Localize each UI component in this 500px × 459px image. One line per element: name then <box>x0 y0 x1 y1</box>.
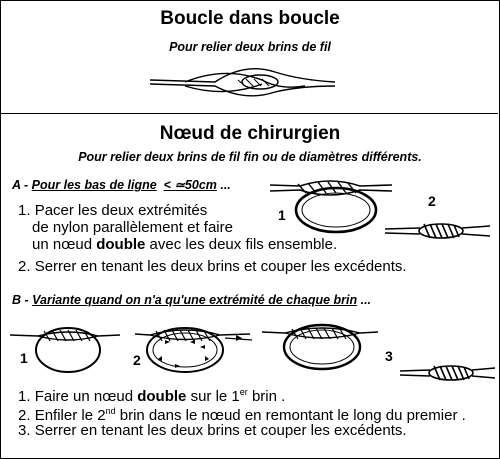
loop-to-loop-illustration <box>149 67 336 97</box>
section2-subtitle: Pour relier deux brins de fil fin ou de … <box>78 150 422 164</box>
part-a-spec: < ≃50cm <box>163 178 217 192</box>
figure-a-label-1: 1 <box>278 207 286 223</box>
part-a-step-1-line2: de nylon parallèlement et faire <box>32 219 233 236</box>
variant-figure-b2b <box>261 323 379 371</box>
part-a-heading: A - Pour les bas de ligne < ≃50cm ... <box>12 177 231 192</box>
surgeon-knot-figure-a2 <box>384 223 491 239</box>
variant-figure-b1 <box>9 327 121 373</box>
variant-figure-b3 <box>399 365 496 381</box>
figure-b-label-1: 1 <box>20 350 28 366</box>
part-a-step-1-line3: un nœud double avec les deux fils ensemb… <box>32 236 338 253</box>
part-a-prefix: A - <box>12 178 32 192</box>
figure-a-label-2: 2 <box>428 193 436 209</box>
part-a-title: Pour les bas de ligne <box>31 178 157 192</box>
figure-b-label-3: 3 <box>385 348 393 364</box>
surgeon-knot-figure-a1 <box>269 180 393 234</box>
part-b-step-2: 2. Enfiler le 2nd brin dans le nœud en r… <box>18 406 466 424</box>
part-b-heading: B - Variante quand on n'a qu'une extrémi… <box>12 293 371 307</box>
part-b-step-1: 1. Faire un nœud double sur le 1er brin … <box>18 387 286 405</box>
section1-subtitle: Pour relier deux brins de fil <box>169 40 331 54</box>
part-b-title: Variante quand on n'a qu'une extrémité d… <box>32 293 358 307</box>
section2-title: Nœud de chirurgien <box>159 123 341 144</box>
step-number: 1. <box>18 202 31 219</box>
part-a-step-2: 2. Serrer en tenant les deux brins et co… <box>18 258 407 275</box>
section1-title: Boucle dans boucle <box>160 8 340 29</box>
part-a-suffix: ... <box>216 178 231 192</box>
figure-b-label-2: 2 <box>133 352 141 368</box>
step-text: Serrer en tenant les deux brins et coupe… <box>34 258 407 275</box>
part-b-prefix: B - <box>12 293 33 307</box>
emphasis-double: double <box>96 236 146 253</box>
part-b-step-3: 3. Serrer en tenant les deux brins et co… <box>18 422 407 439</box>
variant-figure-b2 <box>134 327 253 373</box>
section-divider <box>0 113 498 114</box>
part-b-suffix: ... <box>357 293 372 307</box>
part-a-step-1: 1. Pacer les deux extrémités <box>18 202 207 219</box>
step-number: 2. <box>18 258 31 275</box>
arrow-icons <box>158 335 242 368</box>
step-text-line1: Pacer les deux extrémités <box>34 202 208 219</box>
